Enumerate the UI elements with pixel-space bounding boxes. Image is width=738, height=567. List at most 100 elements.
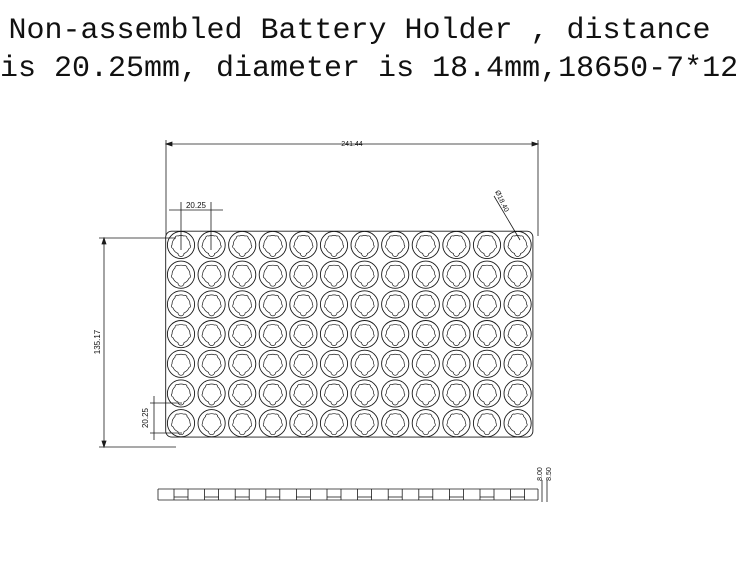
cell-ring	[442, 290, 471, 319]
cell-ring	[289, 409, 318, 438]
cell-ring	[197, 320, 226, 349]
battery-cell	[442, 230, 471, 260]
cell-ring	[503, 260, 532, 289]
cell-inner-contour	[201, 235, 222, 257]
battery-cell	[411, 349, 440, 378]
battery-cell	[442, 409, 471, 438]
cell-ring	[319, 230, 349, 260]
battery-cell	[411, 409, 440, 438]
battery-cell	[442, 260, 471, 289]
cell-ring	[350, 379, 379, 408]
cell-inner-contour	[385, 324, 406, 346]
battery-cell	[228, 230, 257, 260]
cell-ring	[166, 379, 196, 408]
cell-ring	[197, 409, 226, 438]
cell-inner-contour	[262, 413, 283, 435]
cell-inner-contour	[293, 353, 314, 376]
cell-inner-contour	[201, 353, 222, 376]
cell-ring	[228, 320, 257, 349]
battery-cell	[197, 290, 226, 319]
cell-ring	[472, 409, 502, 438]
cell-ring	[411, 379, 440, 408]
cell-inner-contour	[293, 235, 314, 257]
battery-cell	[289, 260, 318, 289]
battery-cell	[442, 379, 471, 408]
cell-ring	[381, 290, 410, 319]
cell-inner-contour	[415, 264, 436, 287]
cell-grid	[165, 230, 534, 438]
cell-ring	[166, 349, 196, 378]
cell-inner-contour	[446, 294, 467, 317]
cell-ring	[411, 230, 440, 260]
cell-inner-contour	[415, 353, 436, 376]
battery-cell	[166, 349, 196, 378]
cell-ring	[442, 379, 471, 408]
cell-inner-contour	[507, 235, 528, 257]
battery-cell	[381, 320, 410, 349]
cell-inner-contour	[232, 264, 253, 287]
cell-ring	[503, 349, 532, 378]
battery-cell	[503, 290, 532, 319]
cell-inner-contour	[507, 324, 528, 346]
cell-inner-contour	[477, 383, 497, 406]
cell-ring	[319, 320, 349, 349]
cell-ring	[442, 409, 471, 438]
cell-inner-contour	[232, 324, 253, 346]
cell-inner-contour	[446, 353, 467, 376]
cell-ring	[350, 320, 379, 349]
cell-inner-contour	[171, 294, 191, 317]
cell-ring	[166, 320, 196, 349]
cell-ring	[411, 290, 440, 319]
cell-ring	[472, 379, 502, 408]
title-line-1: Non-assembled Battery Holder , distance	[8, 14, 711, 48]
battery-holder-drawing: 241.44 20.25 135.17 20.25 Ø18.40 8.00 8.…	[93, 140, 553, 502]
diameter-leader	[493, 195, 521, 241]
cell-ring	[381, 320, 410, 349]
cell-ring	[258, 409, 287, 438]
cell-ring	[319, 260, 349, 289]
battery-cell	[289, 320, 318, 349]
cell-inner-contour	[262, 324, 283, 346]
cell-inner-contour	[324, 383, 344, 406]
battery-cell	[503, 379, 532, 408]
cell-ring	[258, 260, 287, 289]
battery-cell	[503, 260, 532, 289]
cell-inner-contour	[201, 264, 222, 287]
cell-inner-contour	[324, 235, 344, 257]
cell-ring	[472, 290, 502, 319]
pitch-y-label: 20.25	[141, 407, 150, 428]
cell-ring	[442, 320, 471, 349]
battery-cell	[503, 230, 532, 260]
battery-cell	[442, 290, 471, 319]
battery-cell	[166, 260, 196, 289]
battery-cell	[381, 260, 410, 289]
battery-cell	[503, 349, 532, 378]
cell-ring	[411, 349, 440, 378]
cell-inner-contour	[354, 353, 375, 376]
battery-cell	[289, 409, 318, 438]
cell-inner-contour	[171, 413, 191, 435]
cell-ring	[228, 290, 257, 319]
cell-inner-contour	[477, 294, 497, 317]
battery-cell	[350, 260, 379, 289]
battery-cell	[289, 290, 318, 319]
battery-cell	[319, 349, 349, 378]
battery-cell	[381, 379, 410, 408]
cell-inner-contour	[385, 294, 406, 317]
cell-inner-contour	[354, 413, 375, 435]
cell-inner-contour	[415, 324, 436, 346]
cell-inner-contour	[446, 383, 467, 406]
battery-cell	[381, 349, 410, 378]
cell-ring	[258, 379, 287, 408]
cell-ring	[442, 349, 471, 378]
battery-cell	[411, 230, 440, 260]
cell-inner-contour	[171, 264, 191, 287]
cell-inner-contour	[324, 294, 344, 317]
cell-inner-contour	[507, 383, 528, 406]
cell-inner-contour	[171, 383, 191, 406]
battery-cell	[228, 320, 257, 349]
cell-inner-contour	[385, 353, 406, 376]
cell-inner-contour	[262, 235, 283, 257]
battery-cell	[197, 230, 226, 260]
cell-ring	[350, 230, 379, 260]
